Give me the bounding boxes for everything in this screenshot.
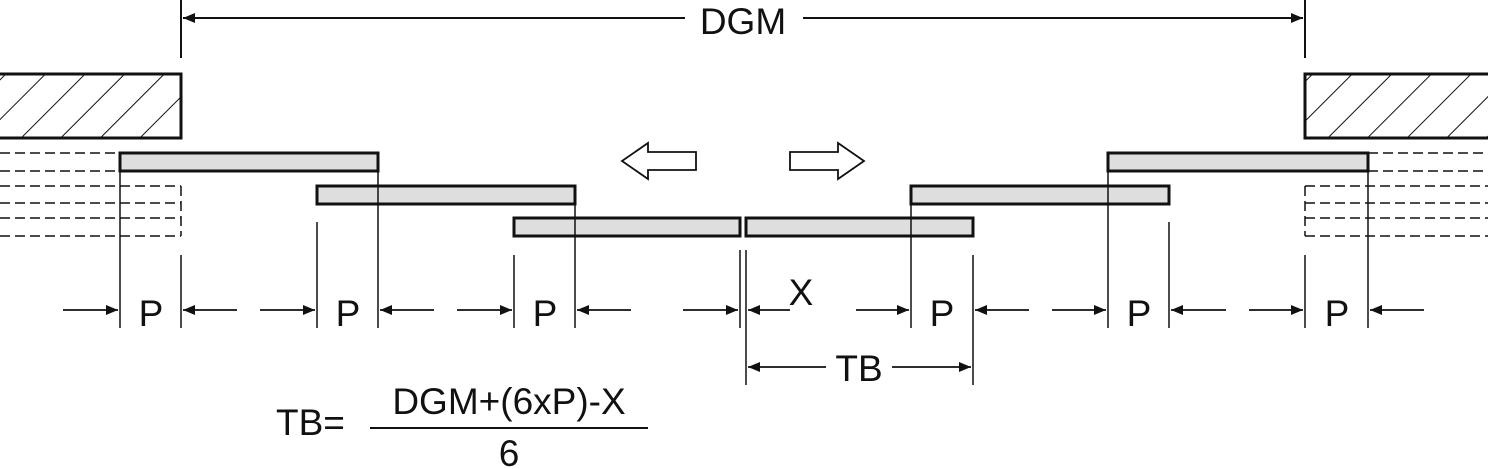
tb-formula: TB= DGM+(6xP)-X 6 bbox=[276, 381, 648, 469]
formula-lhs: TB= bbox=[276, 402, 345, 443]
formula-denominator: 6 bbox=[499, 433, 520, 469]
panel-left-3 bbox=[512, 216, 742, 238]
p-label-4: P bbox=[930, 293, 955, 334]
panel-left-1 bbox=[118, 151, 380, 173]
hidden-panel-outlines-right bbox=[1304, 152, 1488, 237]
x-gap-label: X bbox=[789, 272, 814, 313]
p-label-3: P bbox=[533, 293, 558, 334]
p-label-1: P bbox=[139, 293, 164, 334]
dgm-label: DGM bbox=[700, 1, 786, 42]
door-panels bbox=[118, 151, 1370, 238]
hidden-panel-outlines-left bbox=[0, 152, 182, 237]
p-label-5: P bbox=[1127, 293, 1152, 334]
tb-label: TB bbox=[835, 348, 882, 389]
left-wall bbox=[0, 72, 183, 140]
extension-lines bbox=[119, 171, 1369, 385]
panel-right-1 bbox=[1106, 151, 1370, 173]
p-label-2: P bbox=[336, 293, 361, 334]
hollow-arrow-right-icon bbox=[789, 141, 866, 181]
panel-right-3 bbox=[744, 216, 975, 238]
dgm-dimension bbox=[180, 0, 1306, 58]
p-label-6: P bbox=[1325, 293, 1350, 334]
panel-right-2 bbox=[909, 184, 1171, 206]
formula-numerator: DGM+(6xP)-X bbox=[392, 381, 625, 422]
right-wall bbox=[1303, 72, 1488, 140]
hollow-arrow-left-icon bbox=[620, 141, 697, 181]
panel-left-2 bbox=[315, 184, 577, 206]
